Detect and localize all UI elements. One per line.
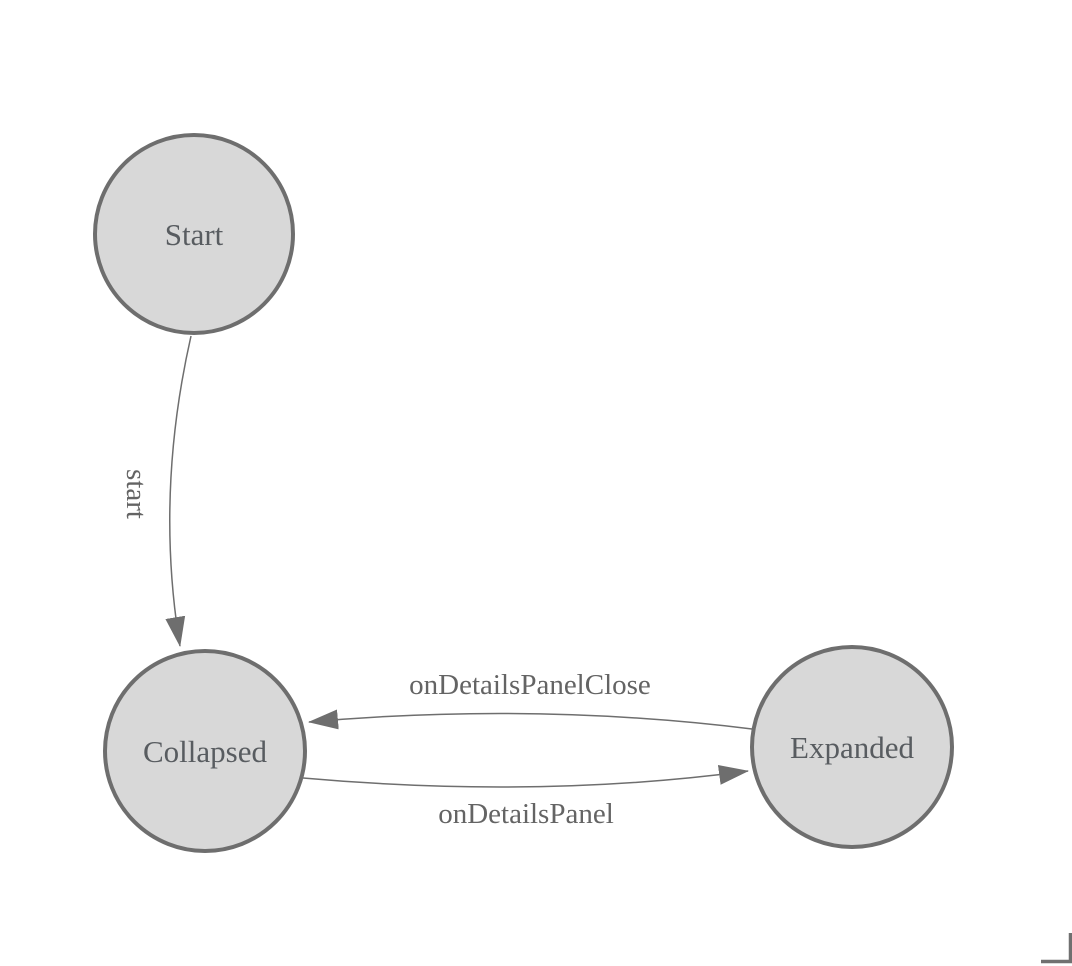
state-node-collapsed[interactable]: Collapsed	[103, 649, 307, 853]
state-node-expanded[interactable]: Expanded	[750, 645, 954, 849]
state-node-start-circle[interactable]	[93, 133, 295, 335]
transition-label-ondetailspanelclose: onDetailsPanelClose	[409, 669, 651, 701]
state-node-start[interactable]: Start	[93, 133, 295, 335]
transition-label-ondetailspanel: onDetailsPanel	[438, 798, 614, 830]
transition-label-start: start	[120, 469, 152, 519]
transition-collapsed-to-expanded	[302, 764, 749, 788]
transition-expanded-to-collapsed	[308, 709, 753, 730]
state-node-collapsed-circle[interactable]	[103, 649, 307, 853]
canvas-corner-mark	[1041, 933, 1072, 964]
state-node-expanded-circle[interactable]	[750, 645, 954, 849]
transition-start-to-collapsed	[165, 335, 192, 647]
